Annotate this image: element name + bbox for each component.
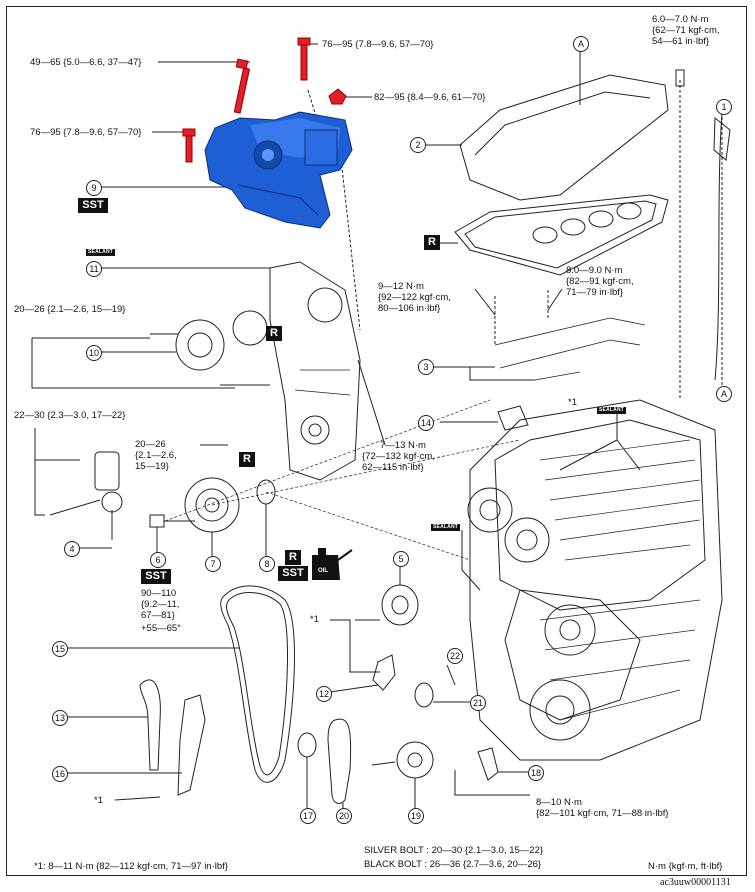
circle-a-marker: A (573, 36, 589, 52)
footnote: *1: 8—11 N·m {82—112 kgf·cm, 71—97 in·lb… (34, 861, 228, 872)
red-bolts-highlight (182, 37, 347, 163)
units-note: N·m {kgf·m, ft·lbf} (648, 861, 723, 872)
callout-22: 22 (447, 648, 463, 664)
callout-16: 16 (52, 766, 68, 782)
torque-label: 71—79 in·lbf} (566, 287, 624, 298)
torque-label: 62—115 in·lbf} (362, 462, 424, 473)
star1-marker: *1 (94, 795, 103, 806)
callout-2: 2 (410, 137, 426, 153)
engine-mount-bracket-highlight (204, 111, 353, 229)
torque-label: 20—26 {2.1—2.6, 15—19} (14, 304, 126, 315)
torque-label: 76—95 {7.8—9.6, 57—70} (322, 39, 434, 50)
torque-label: 82—95 {8.4—9.6, 61—70} (374, 92, 486, 103)
sealant-badge: SEALANT (597, 407, 627, 414)
torque-label: +55—65° (141, 623, 181, 634)
oil-label: OIL (318, 568, 328, 574)
callout-3: 3 (418, 359, 434, 375)
callout-1: 1 (716, 99, 732, 115)
callout-19: 19 (408, 808, 424, 824)
callout-10: 10 (86, 345, 102, 361)
callout-8: 8 (259, 556, 275, 572)
callout-21: 21 (470, 695, 486, 711)
torque-label: {92—122 kgf·cm, (378, 292, 451, 303)
callout-17: 17 (300, 808, 316, 824)
torque-label: 76—95 {7.8—9.6, 57—70} (30, 127, 142, 138)
callout-11: 11 (86, 261, 102, 277)
star1-marker: *1 (568, 397, 577, 408)
silver-bolt-spec: SILVER BOLT : 20—30 {2.1—3.0, 15—22} (364, 845, 544, 856)
torque-label: 80—106 in·lbf} (378, 303, 441, 314)
oil-can-icon (312, 548, 353, 580)
torque-label: 8.0—9.0 N·m (566, 265, 623, 276)
star1-marker: *1 (310, 614, 319, 625)
torque-label: 15—19} (135, 461, 169, 472)
callout-13: 13 (52, 710, 68, 726)
sst-badge: SST (141, 569, 171, 584)
torque-label: {72—132 kgf·cm, (362, 451, 435, 462)
torque-label: 6.0—7.0 N·m (652, 14, 709, 25)
callout-4: 4 (64, 541, 80, 557)
circle-a-marker: A (716, 386, 732, 402)
black-bolt-spec: BLACK BOLT : 26—36 {2.7—3.6, 20—26} (364, 859, 542, 870)
torque-label: {82—101 kgf·cm, 71—88 in·lbf} (536, 808, 669, 819)
sst-badge: SST (78, 198, 108, 213)
callout-7: 7 (205, 556, 221, 572)
torque-label: {9.2—11, (141, 599, 180, 610)
torque-label: 90—110 (141, 588, 177, 599)
callout-5: 5 (393, 551, 409, 567)
r-badge: R (266, 326, 282, 341)
callout-12: 12 (316, 686, 332, 702)
torque-label: 67—81} (141, 610, 175, 621)
figure-code: ac3uuw00001131 (660, 877, 731, 888)
callout-14: 14 (418, 415, 434, 431)
callout-20: 20 (336, 808, 352, 824)
r-badge: R (285, 550, 301, 565)
callout-9: 9 (86, 180, 102, 196)
torque-label: 20—26 (135, 439, 166, 450)
diagram-frame (6, 6, 747, 876)
torque-label: {2.1—2.6, (135, 450, 177, 461)
torque-label: 49—65 {5.0—6.6, 37—47} (30, 57, 142, 68)
r-badge: R (239, 452, 255, 467)
torque-label: {82—91 kgf·cm, (566, 276, 634, 287)
sealant-badge: SEALANT (86, 249, 116, 256)
sst-badge: SST (278, 566, 308, 581)
sealant-badge: SEALANT (431, 524, 461, 531)
callout-15: 15 (52, 641, 68, 657)
torque-label: 9—12 N·m (378, 281, 424, 292)
torque-label: 22—30 {2.3—3.0, 17—22} (14, 410, 126, 421)
torque-label: {62—71 kgf·cm, (652, 25, 720, 36)
callout-6: 6 (150, 552, 166, 568)
torque-label: 7—13 N·m (380, 440, 426, 451)
torque-label: 54—61 in·lbf} (652, 36, 710, 47)
callout-18: 18 (528, 765, 544, 781)
r-badge: R (424, 235, 440, 250)
torque-label: 8—10 N·m (536, 797, 582, 808)
